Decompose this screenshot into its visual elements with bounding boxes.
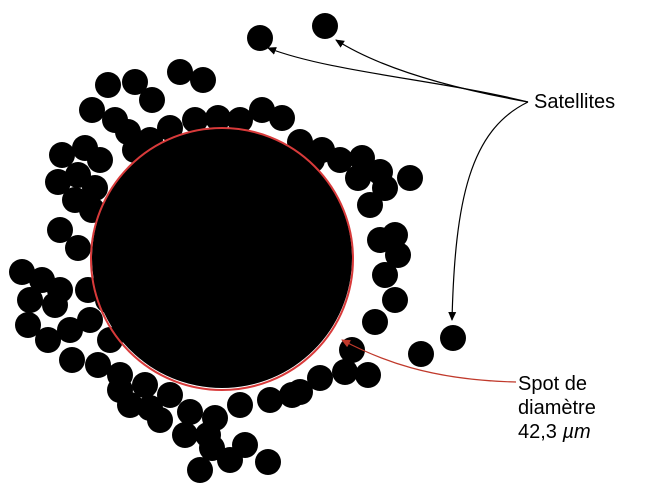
particle [49, 142, 75, 168]
particle [65, 235, 91, 261]
particle [82, 175, 108, 201]
satellite-particle [408, 341, 434, 367]
particle [35, 327, 61, 353]
satellites-label: Satellites [534, 91, 616, 113]
arrow-to-satellite-3 [448, 101, 529, 321]
particle [357, 192, 383, 218]
particle [187, 457, 213, 483]
particle [257, 387, 283, 413]
satellite-particle [312, 13, 338, 39]
particle [85, 352, 111, 378]
spot-label-line1: Spot de [518, 373, 587, 395]
particle [57, 317, 83, 343]
particle [269, 105, 295, 131]
particle [182, 107, 208, 133]
particle [279, 382, 305, 408]
particle [382, 222, 408, 248]
particle [397, 165, 423, 191]
particle [345, 165, 371, 191]
particle [227, 107, 253, 133]
particle [122, 69, 148, 95]
particle [157, 382, 183, 408]
particle [205, 105, 231, 131]
particle [15, 312, 41, 338]
particle [47, 217, 73, 243]
particle [332, 359, 358, 385]
spot-diameter-value: 42,3 [518, 421, 557, 443]
particle [307, 365, 333, 391]
particle [227, 392, 253, 418]
particle [137, 395, 163, 421]
particle [79, 97, 105, 123]
particle [355, 362, 381, 388]
arrow-to-satellite-1 [267, 47, 529, 103]
particle [372, 262, 398, 288]
spot-label-line3: 42,3 µm [518, 420, 596, 444]
particle [199, 435, 225, 461]
spot-diameter-circle [90, 127, 354, 391]
particle [59, 347, 85, 373]
particle [177, 399, 203, 425]
particle [17, 287, 43, 313]
particle [107, 377, 133, 403]
spot-label-line2: diamètre [518, 397, 596, 419]
particle-cluster [9, 59, 423, 483]
particle [87, 147, 113, 173]
particle [249, 97, 275, 123]
satellite-particle [440, 325, 466, 351]
particle [157, 115, 183, 141]
particle [77, 307, 103, 333]
particle [9, 259, 35, 285]
particle [95, 72, 121, 98]
spot-label: Spot de diamètre 42,3 µm [518, 372, 596, 444]
particle [255, 449, 281, 475]
particle [362, 309, 388, 335]
particle [349, 145, 375, 171]
particle [139, 87, 165, 113]
particle [190, 67, 216, 93]
satellite-particle [247, 25, 273, 51]
particle [45, 169, 71, 195]
particle [367, 159, 393, 185]
spot-diameter-unit: µm [562, 421, 591, 443]
particle [382, 287, 408, 313]
spot-arrow [341, 339, 517, 383]
satellite-particles [247, 13, 466, 367]
particle [385, 242, 411, 268]
particle [232, 432, 258, 458]
particle [172, 422, 198, 448]
arrow-to-satellite-2 [335, 39, 529, 103]
particle [132, 372, 158, 398]
particle [75, 277, 101, 303]
satellite-arrows [267, 39, 529, 321]
particle [47, 277, 73, 303]
particle [167, 59, 193, 85]
spot-core [92, 128, 352, 388]
